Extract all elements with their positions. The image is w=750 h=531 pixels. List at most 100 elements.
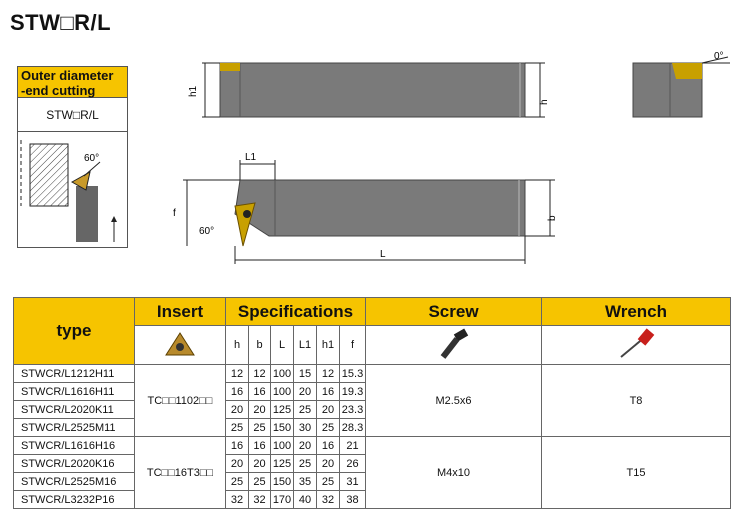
- specification-table: type Insert Specifications Screw Wrench …: [13, 297, 731, 509]
- cell-h1: 16: [316, 382, 340, 401]
- cell-f: 23.3: [339, 400, 366, 419]
- cell-L1: 30: [293, 418, 317, 437]
- angle-line-shape: [83, 161, 101, 177]
- col-h: h: [225, 325, 249, 365]
- cell-L: 125: [270, 400, 294, 419]
- tool-shank-shape: [76, 186, 98, 242]
- cell-b: 25: [248, 418, 271, 437]
- table-row-type: STWCR/L1616H11: [13, 382, 135, 401]
- cell-h: 20: [225, 454, 249, 473]
- cell-L1: 35: [293, 472, 317, 491]
- cell-L: 150: [270, 472, 294, 491]
- wrench-cell: T8: [541, 364, 731, 437]
- cell-f: 21: [339, 436, 366, 455]
- application-panel: Outer diameter -end cutting STW□R/L 60°: [17, 66, 128, 248]
- cell-h1: 25: [316, 472, 340, 491]
- front-view-drawing: L1 f b L 60°: [173, 152, 558, 264]
- top-view-shank: [220, 63, 525, 117]
- end-view-drawing: 0°: [632, 51, 730, 118]
- feed-arrow-head-shape: [111, 216, 117, 222]
- top-view-insert: [220, 63, 240, 71]
- screw-image: [440, 328, 468, 359]
- cell-b: 16: [248, 382, 271, 401]
- col-f: f: [339, 325, 366, 365]
- wrench-cell: T15: [541, 436, 731, 509]
- cell-h: 16: [225, 436, 249, 455]
- cell-b: 20: [248, 400, 271, 419]
- header-insert: Insert: [134, 297, 226, 326]
- dim-L-label: L: [380, 249, 386, 260]
- col-L: L: [270, 325, 294, 365]
- cell-L: 100: [270, 364, 294, 383]
- screw-image-cell: [365, 325, 542, 365]
- cell-L1: 20: [293, 436, 317, 455]
- cell-h1: 20: [316, 400, 340, 419]
- dim-h-label: h: [539, 99, 550, 105]
- application-label: Outer diameter -end cutting: [18, 67, 127, 98]
- end-view-angle: 0°: [714, 51, 724, 62]
- cell-h1: 20: [316, 454, 340, 473]
- cell-b: 20: [248, 454, 271, 473]
- cell-h: 32: [225, 490, 249, 509]
- application-angle: 60°: [84, 153, 99, 164]
- header-screw: Screw: [365, 297, 542, 326]
- front-view-shank: [234, 179, 526, 237]
- wrench-image-cell: [541, 325, 731, 365]
- table-row-type: STWCR/L3232P16: [13, 490, 135, 509]
- cell-f: 15.3: [339, 364, 366, 383]
- insert-cell: TC□□1102□□: [134, 364, 226, 437]
- cell-h: 16: [225, 382, 249, 401]
- table-row-type: STWCR/L1616H16: [13, 436, 135, 455]
- cell-b: 32: [248, 490, 271, 509]
- cell-h: 20: [225, 400, 249, 419]
- table-row-type: STWCR/L1212H11: [13, 364, 135, 383]
- front-view-angle: 60°: [199, 226, 214, 237]
- cell-f: 26: [339, 454, 366, 473]
- table-row-type: STWCR/L2020K16: [13, 454, 135, 473]
- cell-L: 170: [270, 490, 294, 509]
- page-title: STW□R/L: [10, 10, 112, 35]
- cell-h1: 16: [316, 436, 340, 455]
- cell-h: 25: [225, 472, 249, 491]
- insert-image: [165, 331, 195, 355]
- cell-f: 31: [339, 472, 366, 491]
- table-row-type: STWCR/L2525M16: [13, 472, 135, 491]
- cell-L: 100: [270, 382, 294, 401]
- wrench-image: [620, 327, 655, 358]
- header-type: type: [13, 297, 135, 365]
- dim-h1-label: h1: [188, 85, 199, 97]
- insert-cell: TC□□16T3□□: [134, 436, 226, 509]
- cell-h1: 12: [316, 364, 340, 383]
- cell-L: 100: [270, 436, 294, 455]
- cell-h: 12: [225, 364, 249, 383]
- application-code: STW□R/L: [18, 99, 127, 132]
- cell-L: 150: [270, 418, 294, 437]
- cell-h: 25: [225, 418, 249, 437]
- cell-f: 19.3: [339, 382, 366, 401]
- cell-L: 125: [270, 454, 294, 473]
- cell-L1: 15: [293, 364, 317, 383]
- application-label-line1: Outer diameter: [21, 68, 114, 83]
- cell-b: 16: [248, 436, 271, 455]
- dim-f-label: f: [173, 208, 176, 219]
- top-view-outline: [219, 62, 526, 118]
- cell-f: 28.3: [339, 418, 366, 437]
- cell-b: 25: [248, 472, 271, 491]
- cell-b: 12: [248, 364, 271, 383]
- cell-L1: 25: [293, 454, 317, 473]
- cell-f: 38: [339, 490, 366, 509]
- table-row-type: STWCR/L2525M11: [13, 418, 135, 437]
- end-view-insert: [672, 63, 702, 79]
- application-label-line2: -end cutting: [21, 83, 96, 98]
- screw-cell: M4x10: [365, 436, 542, 509]
- insert-image-cell: [134, 325, 226, 365]
- cell-L1: 40: [293, 490, 317, 509]
- workpiece-shape: [29, 143, 69, 207]
- insert-shape: [70, 171, 91, 191]
- col-b: b: [248, 325, 271, 365]
- cell-h1: 25: [316, 418, 340, 437]
- screw-cell: M2.5x6: [365, 364, 542, 437]
- dim-b-label: b: [547, 215, 558, 221]
- col-h1: h1: [316, 325, 340, 365]
- cell-h1: 32: [316, 490, 340, 509]
